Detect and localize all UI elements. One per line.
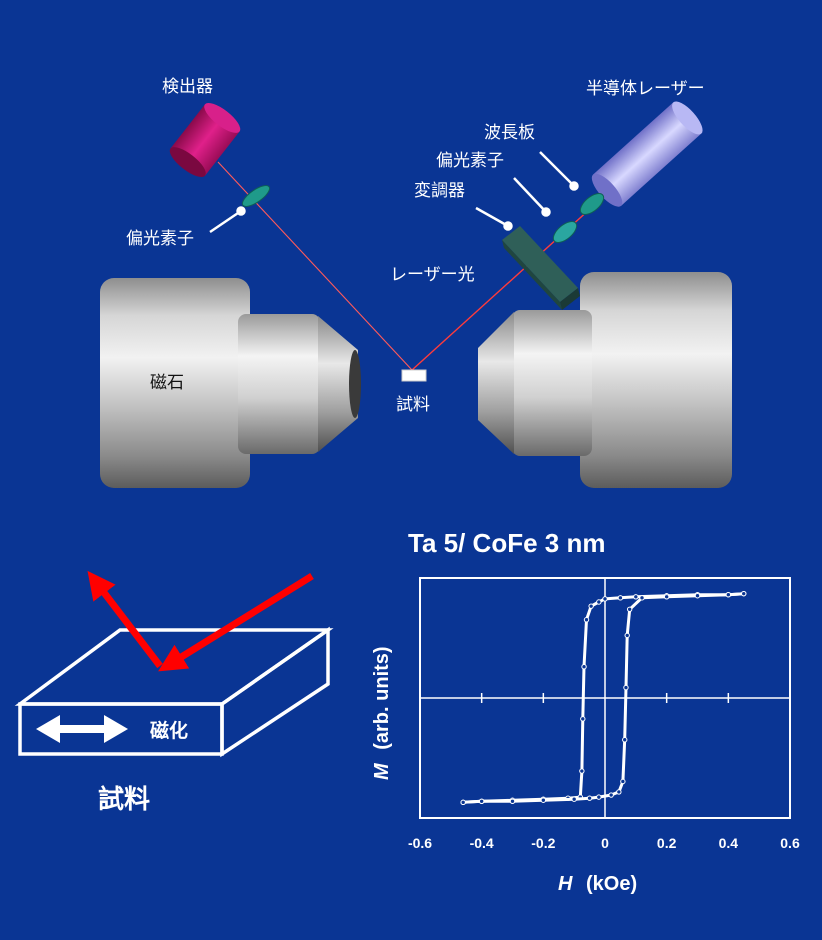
label-detector: 検出器 [162, 77, 213, 97]
x-tick-label: 0.6 [780, 835, 800, 851]
x-tick-label: 0 [601, 835, 609, 851]
data-point [633, 594, 639, 600]
data-point [596, 794, 602, 800]
reflected-ray-arrow [87, 570, 163, 669]
label-sample-bottom: 試料 [98, 784, 150, 815]
hysteresis-loop [460, 590, 747, 806]
magnetization-double-arrow [36, 715, 128, 743]
data-point [509, 798, 516, 805]
data-point [694, 593, 701, 599]
x-tick-label: -0.2 [531, 835, 555, 851]
y-axis-label: M (arb. units) [371, 646, 393, 780]
data-point [460, 799, 466, 806]
x-axis-symbol: H [558, 873, 573, 895]
chart-title: Ta 5/ CoFe 3 nm [408, 528, 605, 558]
label-magnet: 磁石 [150, 373, 184, 393]
x-tick-label: 0.4 [719, 835, 739, 851]
magnet-right [478, 272, 732, 488]
polarizer-left-element [241, 185, 271, 207]
data-point [588, 603, 594, 609]
hysteresis-chart: Ta 5/ CoFe 3 nm -0.6 -0.4 -0.2 0 0.2 0.4 0.6 H… [371, 528, 800, 895]
label-modulator: 変調器 [414, 181, 465, 201]
data-point [624, 632, 630, 639]
data-point [620, 778, 626, 785]
data-point [616, 789, 622, 795]
data-point [622, 737, 628, 743]
y-axis-symbol: M [371, 762, 393, 780]
x-axis-label: H (kOe) [558, 873, 637, 895]
sample-stage [401, 369, 427, 382]
data-point [741, 590, 747, 597]
data-point [579, 768, 585, 774]
data-point [586, 795, 593, 801]
data-point [602, 596, 608, 602]
data-point [623, 684, 629, 691]
data-point [583, 617, 590, 623]
data-point [725, 591, 732, 598]
label-polarizer-right: 偏光素子 [436, 151, 504, 171]
semiconductor-laser [591, 101, 703, 207]
x-tick-labels: -0.6 -0.4 -0.2 0 0.2 0.4 0.6 [408, 835, 800, 851]
data-point [571, 796, 577, 802]
data-point [580, 716, 586, 722]
data-point [608, 792, 614, 798]
label-waveplate: 波長板 [484, 123, 535, 143]
label-semiconductor-laser: 半導体レーザー [586, 79, 705, 99]
x-tick-marks [480, 693, 730, 703]
data-point [540, 797, 547, 803]
data-point [581, 663, 587, 670]
x-tick-label: -0.6 [408, 835, 432, 851]
x-tick-label: 0.2 [657, 835, 677, 851]
sample-diagram: 磁化 [14, 570, 334, 758]
y-axis-unit: (arb. units) [371, 646, 393, 749]
label-leaders [209, 151, 579, 234]
x-axis-unit: (kOe) [586, 873, 637, 895]
data-point [478, 798, 485, 805]
data-point [617, 595, 624, 601]
label-magnetization: 磁化 [150, 719, 188, 742]
polarizer-right-element [552, 221, 578, 243]
data-point [663, 594, 670, 600]
label-laser-light: レーザー光 [390, 265, 475, 285]
label-sample-top: 試料 [396, 395, 430, 415]
label-polarizer-left: 偏光素子 [126, 229, 194, 249]
modulator [502, 226, 580, 310]
data-point [596, 599, 602, 605]
x-tick-label: -0.4 [470, 835, 494, 851]
data-point [639, 595, 645, 601]
waveplate-element [579, 193, 605, 215]
detector [169, 102, 241, 178]
magnet-left [100, 278, 361, 488]
data-point [626, 606, 633, 613]
incident-ray-arrow [158, 573, 314, 672]
